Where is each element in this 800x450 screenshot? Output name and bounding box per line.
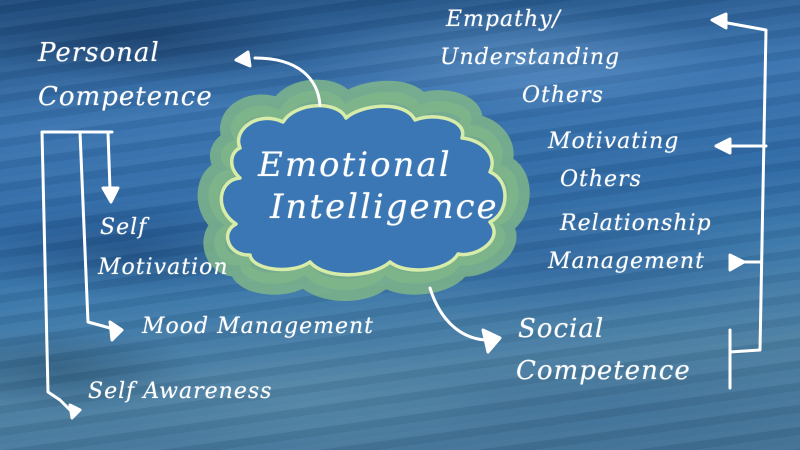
social-competence-line1: Social — [518, 314, 605, 344]
self-motivation-line1: Self — [100, 215, 148, 240]
motivating-others-line1: Motivating — [548, 129, 680, 154]
arrow-to-personal-competence — [253, 56, 322, 107]
social-competence-line2: Competence — [516, 356, 691, 386]
cloud-shape — [197, 79, 530, 301]
personal-competence-line2: Competence — [38, 82, 213, 112]
self-motivation-line2: Motivation — [98, 255, 229, 280]
relationship-management-line1: Relationship — [560, 211, 712, 236]
empathy-line3: Others — [522, 83, 604, 108]
personal-competence-line1: Personal — [38, 38, 160, 68]
mood-management-label: Mood Management — [142, 314, 375, 339]
empathy-line1: Empathy/ — [446, 7, 561, 32]
empathy-line2: Understanding — [440, 45, 621, 70]
center-node-line2: Intelligence — [270, 187, 499, 227]
relationship-management-line2: Management — [548, 249, 705, 274]
motivating-others-line2: Others — [560, 167, 642, 192]
center-node-line1: Emotional — [258, 145, 452, 185]
self-awareness-label: Self Awareness — [88, 379, 273, 404]
